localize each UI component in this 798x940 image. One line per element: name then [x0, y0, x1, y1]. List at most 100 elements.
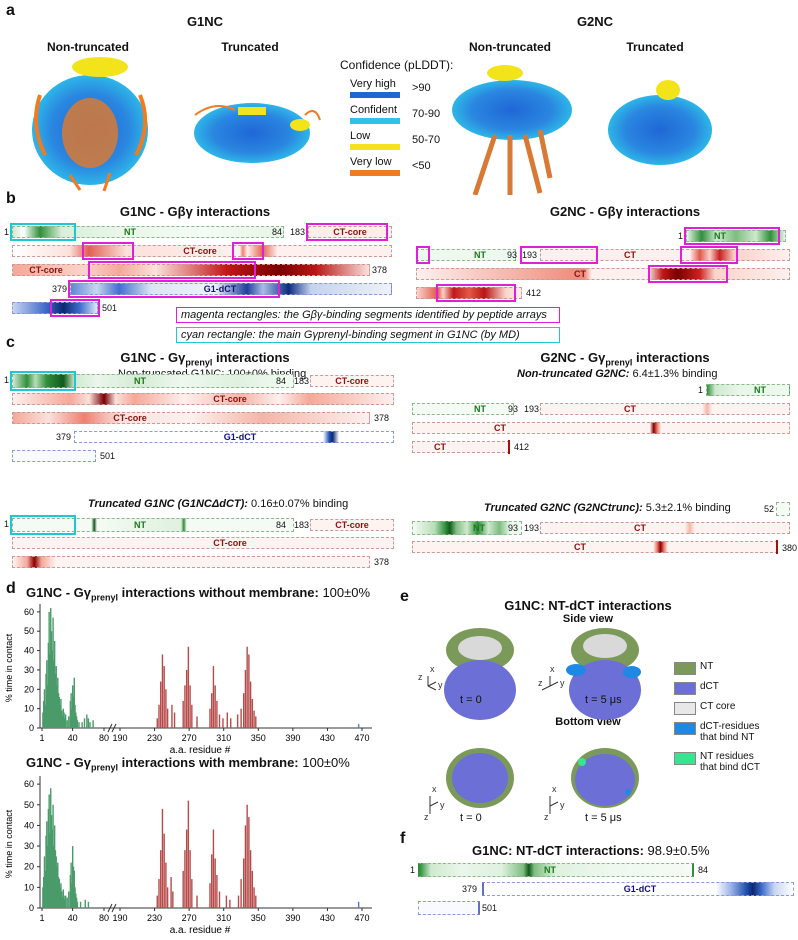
panel-label-d: d: [6, 580, 16, 597]
bar: [191, 704, 193, 728]
bar: [246, 804, 248, 908]
b-g2-ct-bar1: [540, 249, 790, 261]
c-g1-n84: 84: [276, 376, 287, 386]
confidence-legend-label: Confident: [350, 104, 398, 116]
panel-label-c: c: [6, 334, 15, 351]
b-g1-ctcore-label2: CT-core: [183, 246, 217, 256]
bar: [173, 712, 176, 728]
side-view-t5: [566, 628, 641, 720]
bar: [196, 895, 198, 908]
x-tick-label: 190: [112, 733, 127, 743]
bar: [43, 689, 46, 728]
bar: [63, 895, 65, 908]
bar: [49, 654, 51, 728]
y-tick-label: 50: [24, 626, 34, 636]
c-g1-ctcore-bar3: [12, 412, 370, 424]
b-g1-magenta-rect3: [232, 242, 264, 260]
bar: [251, 870, 254, 908]
bar: [83, 718, 86, 728]
c-g1t-nt-label: NT: [134, 520, 146, 530]
bar: [165, 862, 167, 908]
bar: [76, 901, 79, 908]
x-axis-label: a.a. residue #: [170, 745, 231, 755]
bar: [55, 856, 57, 908]
g2-trunc-label: Truncated: [626, 40, 684, 54]
cyan-note-text: cyan rectangle: the main Gγprenyl-bindin…: [181, 329, 520, 341]
c-g1-ctcore-label2: CT-core: [213, 394, 247, 404]
panel-label-f: f: [400, 830, 406, 847]
bar: [92, 720, 94, 728]
magenta-note-text: magenta rectangles: the Gβγ-binding segm…: [181, 309, 547, 321]
bar: [222, 718, 224, 728]
x-tick-label: 470: [354, 733, 369, 743]
c-g1-trunc-caption: Truncated G1NC (G1NCΔdCT): 0.16±0.07% bi…: [88, 498, 349, 510]
b-g1-n1: 1: [4, 227, 10, 237]
bar: [163, 833, 165, 908]
b-g2-ct-label1: CT: [624, 250, 636, 260]
c-g2t-n380: 380: [782, 543, 798, 553]
x-tick-label: 1: [39, 913, 44, 923]
bar: [226, 712, 228, 728]
bar: [63, 712, 65, 728]
bar: [189, 685, 191, 728]
c-g2-nt-label1: NT: [754, 385, 766, 395]
c-g1-n378: 378: [374, 413, 390, 423]
e-bottom-t0-label: t = 0: [460, 812, 482, 824]
svg-text:z: z: [418, 672, 423, 682]
c-right-title: G2NC - Gγprenyl interactions: [540, 350, 710, 368]
svg-text:x: x: [430, 664, 435, 674]
e-legend-swatch: [674, 752, 696, 765]
confidence-legend-range: 50-70: [412, 134, 441, 146]
b-g1-dct-bar: [70, 283, 392, 295]
bar: [214, 858, 216, 908]
b-g2-ct-bar2: [416, 268, 790, 280]
bar: [62, 708, 64, 728]
b-g2-n93: 93: [507, 250, 518, 260]
svg-text:y: y: [440, 800, 445, 810]
x-tick-label: 190: [112, 913, 127, 923]
bar: [189, 850, 191, 908]
x-tick-label: 230: [147, 733, 162, 743]
b-g1-ctcore-bar2: [12, 245, 392, 257]
bar: [58, 879, 61, 908]
bar: [76, 720, 79, 728]
c-g2-nt-label2: NT: [474, 404, 486, 414]
bar: [216, 874, 218, 908]
bar: [50, 608, 52, 728]
bar: [46, 821, 48, 908]
c-g1-dct-bar2: [12, 450, 96, 462]
svg-text:x: x: [552, 784, 557, 794]
y-tick-label: 20: [24, 862, 34, 872]
bar: [248, 654, 250, 728]
bar: [60, 883, 62, 908]
b-g2-magenta-rect3: [520, 246, 598, 264]
bar: [62, 889, 64, 908]
bar: [72, 846, 74, 908]
confidence-legend-range: 70-90: [412, 108, 441, 120]
x-tick-label: 270: [182, 913, 197, 923]
bar: [240, 879, 242, 908]
svg-text:z: z: [544, 812, 549, 822]
b-g2-magenta-rect2: [416, 246, 430, 264]
bar: [161, 808, 164, 908]
bar: [59, 887, 61, 908]
c-g1-cyan-rect1: [10, 371, 76, 391]
c-g2-ct-label1: CT: [624, 404, 636, 414]
bar: [161, 654, 164, 728]
x-tick-label: 310: [216, 913, 231, 923]
c-g2-ct-label3: CT: [434, 442, 446, 452]
bar: [240, 708, 242, 728]
c-g2t-n52: 52: [764, 504, 775, 514]
b-g1-nt-label: NT: [124, 227, 136, 237]
confidence-legend-label: Very low: [350, 156, 392, 168]
bar: [170, 877, 172, 908]
y-axis-label: % time in contact: [4, 809, 14, 878]
c-g1-n1: 1: [4, 375, 10, 385]
c-g1-ctcore-label3: CT-core: [113, 413, 147, 423]
bar: [86, 714, 88, 728]
bar: [57, 677, 59, 728]
bar: [78, 722, 80, 728]
b-g1-dct-bar2: [12, 302, 98, 314]
bar: [51, 829, 54, 908]
bar: [53, 825, 56, 908]
